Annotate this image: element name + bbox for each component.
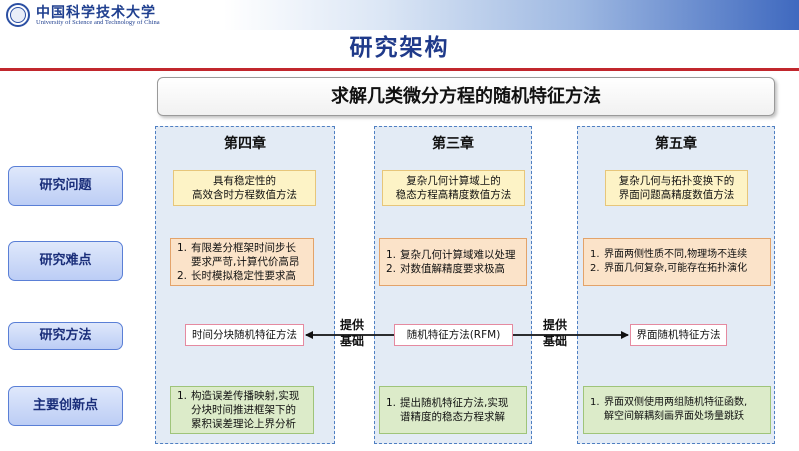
list-text: 复杂几何计算域难以处理	[400, 249, 516, 261]
list-text: 界面几何复杂,可能存在拓扑演化	[604, 263, 748, 274]
list-text: 提出随机特征方法,实现	[400, 397, 509, 409]
list-item: 分块时间推进框架下的	[177, 403, 313, 417]
slide-title: 研究架构	[349, 35, 450, 61]
list-item: 谱精度的稳态方程求解	[386, 410, 526, 424]
list-item: 解空间解耦刻画界面处场量跳跃	[590, 410, 770, 424]
problem-line: 稳态方程高精度数值方法	[395, 189, 512, 201]
list-text: 构造误差传播映射,实现	[191, 390, 300, 402]
topic-banner: 求解几类微分方程的随机特征方法	[157, 77, 775, 116]
list-item: 1. 界面两侧性质不同,物理场不连续	[590, 248, 770, 262]
difficulty-box: 1. 界面两侧性质不同,物理场不连续 2. 界面几何复杂,可能存在拓扑演化	[583, 238, 771, 286]
list-number: 2.	[590, 263, 600, 274]
list-text: 有限差分框架时间步长	[191, 242, 296, 254]
list-item: 1.提出随机特征方法,实现	[386, 396, 526, 410]
innovation-box: 1. 界面双侧使用两组随机特征函数, 解空间解耦刻画界面处场量跳跃	[583, 386, 771, 434]
university-seal-icon	[6, 3, 30, 27]
title-divider	[0, 68, 799, 71]
difficulty-box: 1.复杂几何计算域难以处理 2.对数值解精度要求极高	[379, 238, 527, 286]
row-label-problem: 研究问题	[8, 166, 123, 206]
list-number: 1.	[590, 397, 600, 408]
method-box: 界面随机特征方法	[630, 324, 727, 346]
header-band	[0, 0, 799, 30]
list-number: 2.	[177, 270, 188, 282]
innovation-box: 1.构造误差传播映射,实现 分块时间推进框架下的 累积误差理论上界分析	[170, 386, 314, 434]
logo-chinese-name: 中国科学技术大学	[36, 5, 156, 21]
list-item: 1.有限差分框架时间步长	[177, 241, 313, 255]
arrow-label-line: 基础	[339, 334, 364, 348]
list-item: 要求严苛,计算代价高昂	[177, 255, 313, 269]
list-number: 1.	[386, 249, 397, 261]
column-title: 第五章	[655, 136, 697, 152]
row-label-innovation: 主要创新点	[8, 386, 123, 426]
list-text: 界面双侧使用两组随机特征函数,	[604, 397, 748, 408]
problem-line: 具有稳定性的	[213, 175, 276, 187]
list-number: 1.	[177, 390, 188, 402]
method-box: 时间分块随机特征方法	[185, 324, 304, 346]
list-number: 2.	[386, 263, 397, 275]
logo-english-name: University of Science and Technology of …	[36, 19, 160, 26]
arrow-label-line: 提供	[339, 318, 364, 332]
list-text: 要求严苛,计算代价高昂	[191, 256, 300, 268]
list-item: 1.复杂几何计算域难以处理	[386, 248, 526, 262]
list-number: 1.	[386, 397, 397, 409]
problem-line: 界面问题高精度数值方法	[618, 189, 735, 201]
list-text: 谱精度的稳态方程求解	[400, 411, 505, 423]
column-title: 第三章	[432, 136, 474, 152]
list-item: 2.长时模拟稳定性要求高	[177, 269, 313, 283]
list-item: 1.构造误差传播映射,实现	[177, 389, 313, 403]
list-item: 1. 界面双侧使用两组随机特征函数,	[590, 396, 770, 410]
difficulty-box: 1.有限差分框架时间步长 要求严苛,计算代价高昂 2.长时模拟稳定性要求高	[170, 238, 314, 286]
problem-box: 具有稳定性的 高效含时方程数值方法	[173, 170, 316, 206]
arrow-label-left: 提供 基础	[334, 317, 370, 349]
list-text: 分块时间推进框架下的	[191, 404, 296, 416]
method-box: 随机特征方法(RFM)	[394, 324, 513, 346]
list-item: 2. 界面几何复杂,可能存在拓扑演化	[590, 262, 770, 276]
problem-line: 复杂几何计算域上的	[406, 175, 501, 187]
arrow-label-line: 基础	[542, 334, 567, 348]
list-number: 1.	[177, 242, 188, 254]
problem-line: 高效含时方程数值方法	[192, 189, 297, 201]
problem-box: 复杂几何与拓扑变换下的 界面问题高精度数值方法	[605, 170, 748, 206]
list-text: 解空间解耦刻画界面处场量跳跃	[604, 411, 744, 422]
list-number: 1.	[590, 249, 600, 260]
list-item: 累积误差理论上界分析	[177, 417, 313, 431]
problem-box: 复杂几何计算域上的 稳态方程高精度数值方法	[382, 170, 525, 206]
arrow-label-line: 提供	[542, 318, 567, 332]
column-title: 第四章	[224, 136, 266, 152]
arrow-label-right: 提供 基础	[535, 317, 575, 349]
row-label-difficulty: 研究难点	[8, 241, 123, 281]
problem-line: 复杂几何与拓扑变换下的	[618, 175, 735, 187]
list-text: 界面两侧性质不同,物理场不连续	[604, 249, 748, 260]
innovation-box: 1.提出随机特征方法,实现 谱精度的稳态方程求解	[379, 386, 527, 434]
list-item: 2.对数值解精度要求极高	[386, 262, 526, 276]
list-text: 累积误差理论上界分析	[191, 418, 296, 430]
list-text: 长时模拟稳定性要求高	[191, 270, 296, 282]
row-label-method: 研究方法	[8, 322, 123, 350]
list-text: 对数值解精度要求极高	[400, 263, 505, 275]
